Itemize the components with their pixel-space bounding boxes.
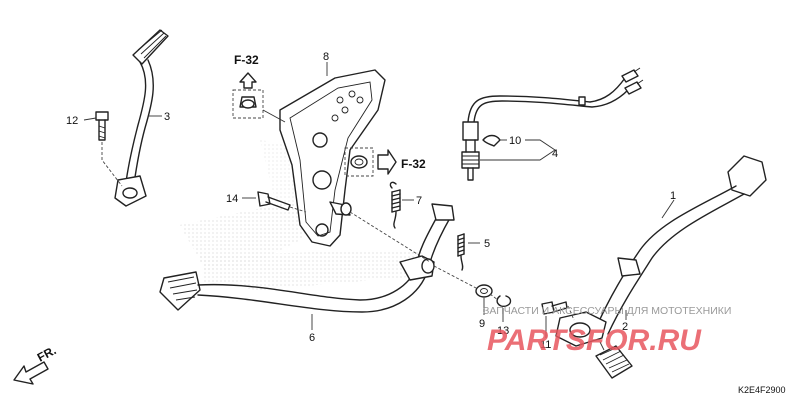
washer-part-9 <box>475 284 493 298</box>
callout-13: 13 <box>497 325 509 337</box>
pedal-part-1 <box>555 155 767 379</box>
leader-4 <box>480 139 556 161</box>
bracket-part-8 <box>279 69 386 247</box>
callout-2: 2 <box>622 321 628 333</box>
callout-11: 11 <box>540 339 551 351</box>
axis-line-9 <box>433 265 499 301</box>
callout-9: 9 <box>479 318 485 330</box>
ref-box-right: F-32 <box>344 147 426 177</box>
front-direction-arrow: FR. <box>13 343 59 385</box>
callouts: 1 2 3 4 5 6 7 8 9 10 11 12 13 14 <box>66 51 676 351</box>
spring-part-5 <box>457 233 465 271</box>
ref-label-right: F-32 <box>401 157 426 171</box>
callout-12: 12 <box>66 115 78 127</box>
bolt-part-14 <box>257 191 307 213</box>
callout-5: 5 <box>484 238 490 250</box>
callout-10: 10 <box>509 135 521 147</box>
callout-8: 8 <box>323 51 329 63</box>
shift-lever-part-3 <box>114 29 169 207</box>
callout-3: 3 <box>164 111 170 123</box>
front-label: FR. <box>35 343 59 364</box>
bolt-part-12 <box>95 111 123 187</box>
ref-box-top: F-32 <box>232 53 286 123</box>
callout-6: 6 <box>309 332 315 344</box>
brake-pedal-part-6 <box>159 203 455 313</box>
spring-part-7 <box>389 181 401 229</box>
diagram-code: K2E4F2900 <box>738 385 786 395</box>
bolt-part-11 <box>541 301 575 321</box>
watermark-tagline: ЗАПЧАСТИ И АКСЕССУАРЫ ДЛЯ МОТОТЕХНИКИ <box>483 305 731 317</box>
watermark-brand: PARTSFOR.RU <box>487 324 702 357</box>
watermark: ЗАПЧАСТИ И АКСЕССУАРЫ ДЛЯ МОТОТЕХНИКИ PA… <box>483 305 731 357</box>
ref-label-top: F-32 <box>234 53 259 67</box>
callout-14: 14 <box>226 193 238 205</box>
leader-lines <box>83 62 675 338</box>
callout-1: 1 <box>670 190 676 202</box>
callout-4: 4 <box>552 148 558 160</box>
callout-7: 7 <box>416 195 422 207</box>
clip-part-13 <box>496 295 512 308</box>
stop-switch-part-4 <box>461 67 644 181</box>
